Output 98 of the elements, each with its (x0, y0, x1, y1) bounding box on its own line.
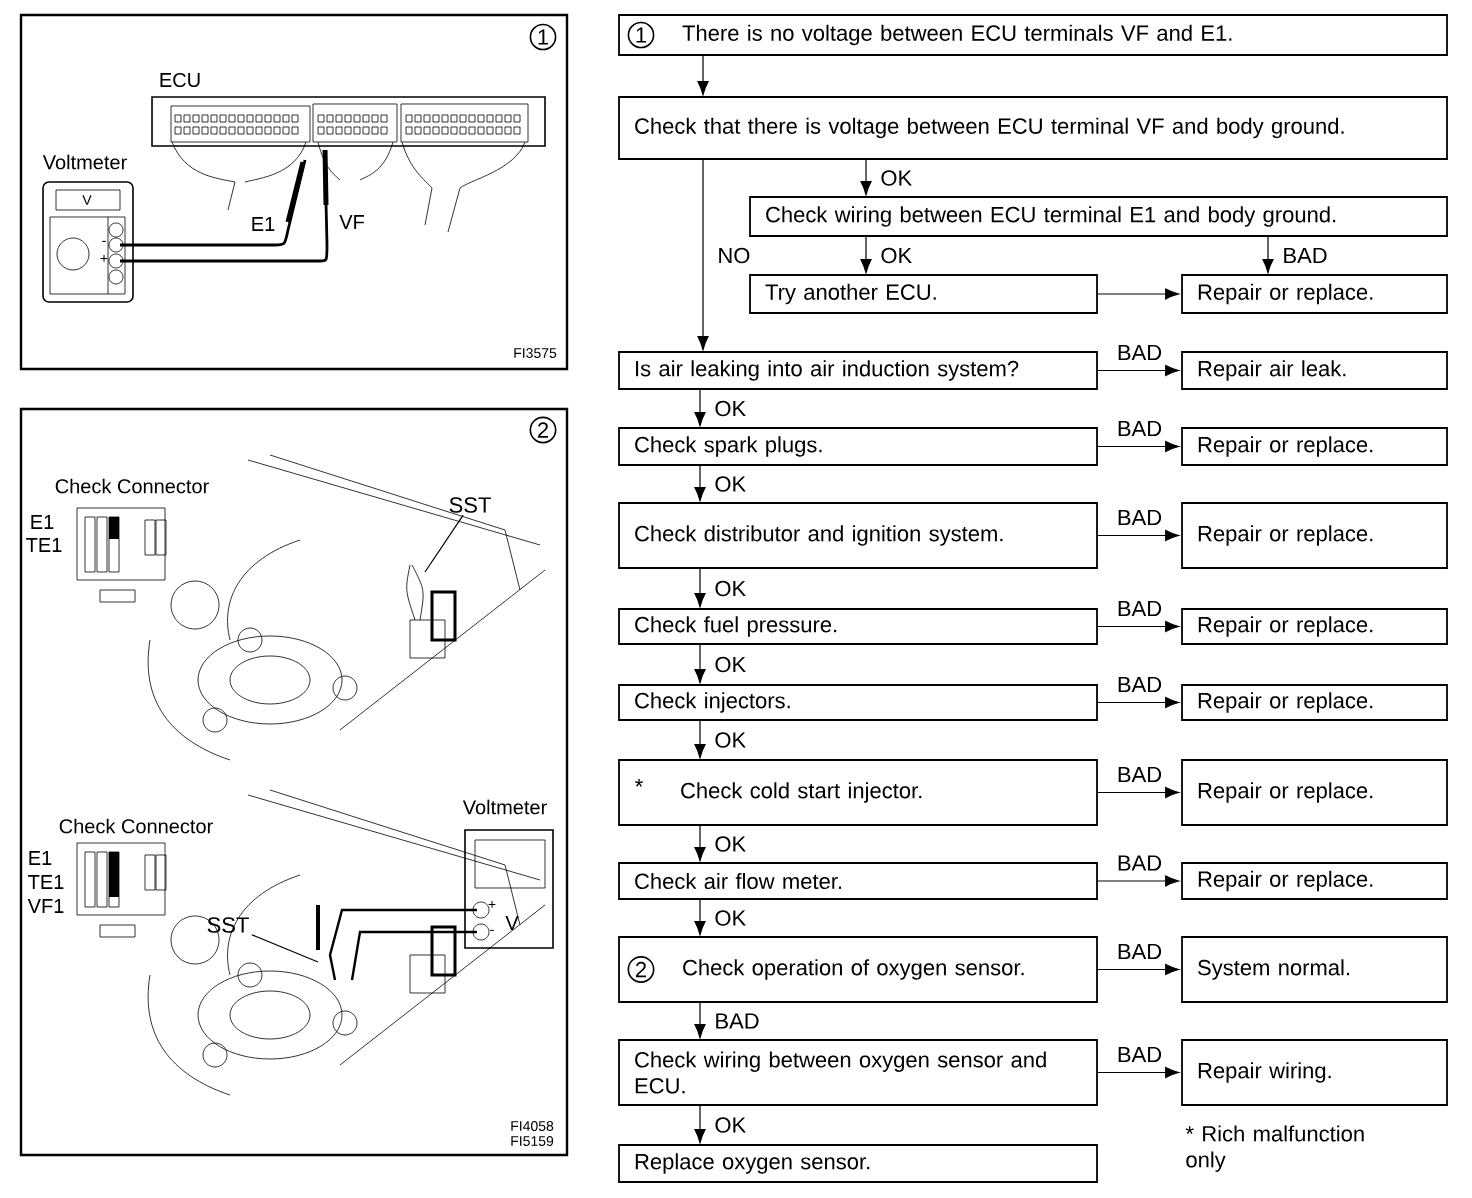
edge-label: BAD (1118, 677, 1162, 693)
arrow (694, 643, 706, 684)
step-box: Is air leaking into air induction system? (618, 351, 1098, 390)
edge-label: NO (719, 247, 750, 264)
part-label: ECU (160, 72, 200, 88)
arrow (694, 1104, 706, 1144)
edge-label: OK (715, 910, 746, 926)
arrow (1097, 696, 1180, 709)
part-label: TE1 (28, 875, 64, 889)
circled-number: 2 (529, 416, 557, 444)
arrow (1097, 786, 1180, 799)
step-box: Repair or replace. (1181, 427, 1448, 466)
step-box: 2 Check operation of oxygen sensor. (618, 936, 1098, 1003)
figure-code: FI3575 (514, 348, 557, 358)
step-box: Repair or replace. (1181, 684, 1448, 721)
step-box: * Check cold start injector. (618, 759, 1098, 826)
part-label: VF (339, 215, 364, 229)
part-label: + (100, 254, 108, 262)
figure-code: FI4058 (511, 1121, 554, 1131)
part-label: Voltmeter (42, 154, 127, 170)
step-box: Check that there is voltage between ECU terminal VF and body ground. (618, 96, 1448, 160)
arrow (1262, 235, 1274, 274)
step-box: Repair or replace. (1181, 502, 1448, 569)
edge-label: OK (715, 400, 746, 417)
step-box: Check fuel pressure. (618, 608, 1098, 645)
arrow (697, 158, 709, 351)
part-label: - (102, 240, 106, 242)
part-label: SST (207, 917, 249, 933)
edge-label: BAD (1118, 601, 1162, 617)
arrow (1097, 529, 1180, 542)
leader-line (424, 514, 464, 573)
step-box: Repair or replace. (1181, 862, 1448, 900)
step-box: Replace oxygen sensor. (618, 1144, 1098, 1183)
edge-label: OK (881, 170, 912, 186)
arrow (694, 824, 706, 862)
edge-label: OK (715, 732, 746, 748)
edge-label: BAD (1118, 421, 1162, 437)
arrow (694, 719, 706, 759)
edge-label: OK (715, 580, 746, 597)
edge-label: BAD (1118, 1047, 1162, 1063)
part-label: Check Connector (59, 818, 213, 834)
arrow (1097, 1066, 1180, 1079)
edge-label: BAD (1118, 767, 1162, 783)
step-box: Check air flow meter. (618, 862, 1098, 900)
part-label: + (488, 901, 496, 908)
step-box: Repair or replace. (1181, 608, 1448, 645)
step-box: Check injectors. (618, 684, 1098, 721)
figure-code: FI5159 (511, 1136, 554, 1146)
part-label: VF1 (27, 899, 64, 913)
step-box: 1 There is no voltage between ECU terminals VF and E1. (618, 14, 1448, 56)
arrow (1097, 364, 1180, 377)
part-label: - (490, 929, 494, 931)
footnote: * Rich malfunction only (1185, 1125, 1364, 1172)
edge-label: BAD (1118, 855, 1162, 871)
arrow (860, 158, 872, 196)
step-box: Repair or replace. (1181, 274, 1448, 314)
step-box: System normal. (1181, 936, 1448, 1003)
arrow (694, 1001, 706, 1039)
arrow (1097, 963, 1180, 976)
step-box: Try another ECU. (749, 274, 1098, 314)
arrow (697, 54, 709, 96)
edge-label: OK (715, 836, 746, 852)
part-label: V (505, 916, 519, 930)
part-label: E1 (29, 851, 52, 865)
arrow (1097, 620, 1180, 633)
arrow (694, 464, 706, 502)
part-label: TE1 (26, 538, 62, 552)
edge-label: BAD (1118, 944, 1162, 960)
edge-label: BAD (716, 1013, 759, 1029)
arrow (694, 388, 706, 427)
leader-line (251, 934, 319, 963)
edge-label: OK (715, 656, 746, 673)
edge-label: OK (715, 476, 746, 492)
edge-label: BAD (1118, 510, 1162, 526)
edge-label: OK (881, 247, 912, 264)
arrow (860, 235, 872, 274)
edge-label: BAD (1284, 247, 1327, 264)
part-label: V (82, 195, 92, 205)
step-box: Check wiring between oxygen sensor and ECU. (618, 1039, 1098, 1106)
edge-label: BAD (1118, 345, 1162, 361)
arrow (1097, 875, 1180, 887)
arrow (1097, 288, 1180, 300)
arrow (1097, 440, 1180, 453)
step-box: Check distributor and ignition system. (618, 502, 1098, 569)
arrow (694, 898, 706, 936)
part-label: Check Connector (55, 478, 209, 494)
step-box: Repair or replace. (1181, 759, 1448, 826)
part-label: SST (449, 497, 491, 513)
step-box: Check spark plugs. (618, 427, 1098, 466)
circled-number: 1 (529, 23, 557, 51)
part-label: E1 (252, 217, 275, 231)
part-label: E1 (31, 515, 54, 529)
arrow (694, 567, 706, 608)
edge-label: OK (715, 1117, 746, 1133)
step-box: Check wiring between ECU terminal E1 and body ground. (749, 196, 1448, 237)
part-label: Voltmeter (462, 799, 547, 815)
step-box: Repair wiring. (1181, 1039, 1448, 1106)
step-box: Repair air leak. (1181, 351, 1448, 390)
